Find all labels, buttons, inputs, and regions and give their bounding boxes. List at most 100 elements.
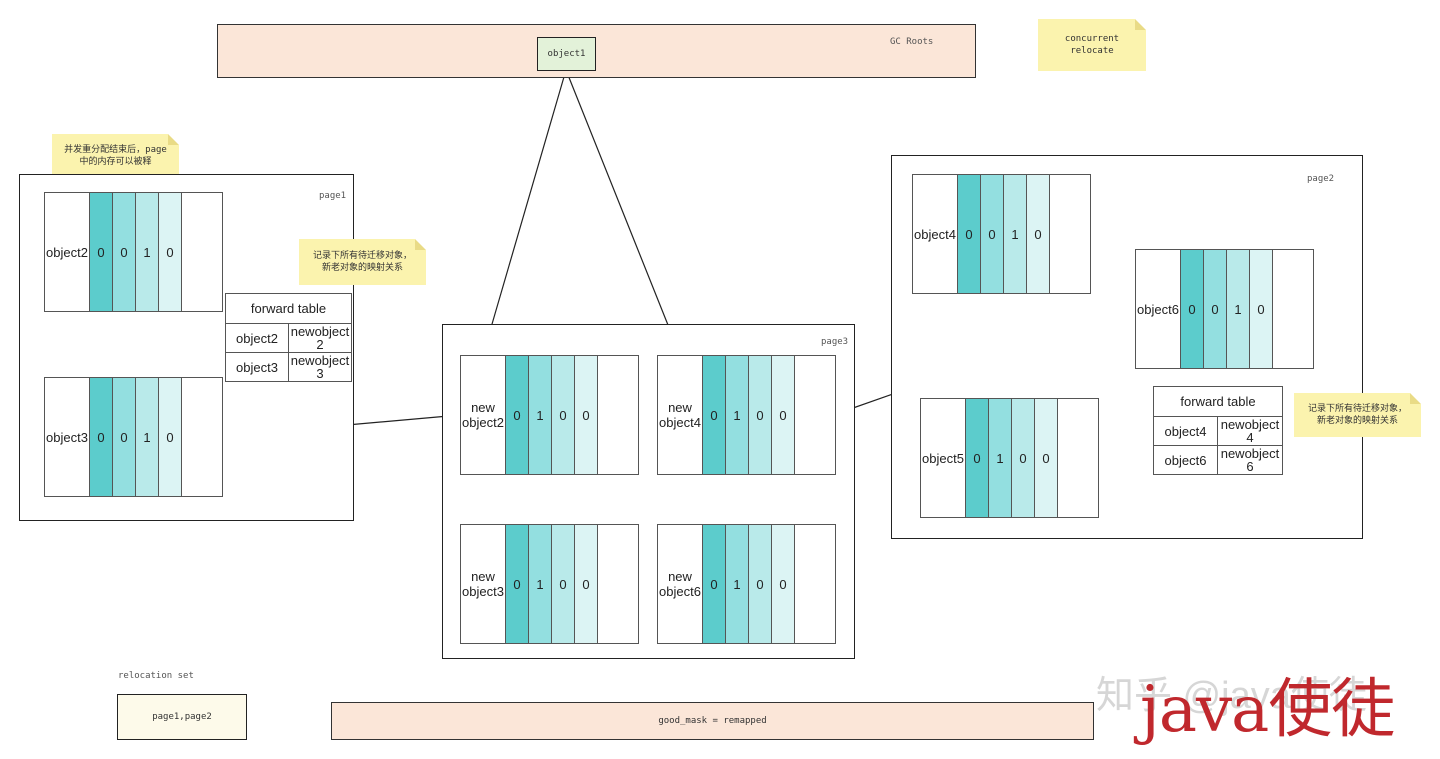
mark-bit: 0 <box>551 525 574 643</box>
object1-box: object1 <box>537 37 596 71</box>
forward-mapping-note-left: 记录下所有待迁移对象， 新老对象的映射关系 <box>299 239 426 285</box>
note-forward-line2: 新老对象的映射关系 <box>321 263 403 273</box>
object-body <box>597 525 638 643</box>
mark-bit: 0 <box>748 356 771 474</box>
note-fold-corner <box>168 134 179 145</box>
good-mask-label: good_mask = remapped <box>658 716 767 726</box>
release-memory-note: 并发重分配结束后，page 中的内存可以被释 <box>52 134 179 178</box>
note-forward-line2: 新老对象的映射关系 <box>1316 416 1398 426</box>
object-name: object6 <box>1137 301 1179 317</box>
object-body <box>794 356 835 474</box>
mark-bit: 0 <box>89 193 112 311</box>
mark-bit: 0 <box>957 175 980 293</box>
note-release-line2: 中的内存可以被释 <box>79 157 152 167</box>
mark-bit: 1 <box>528 525 551 643</box>
mark-bit: 0 <box>748 525 771 643</box>
page2-object4: object4 0 0 1 0 <box>912 174 1091 294</box>
page2-label: page2 <box>1307 174 1335 184</box>
mark-bit: 0 <box>1203 250 1226 368</box>
mark-bit: 0 <box>771 356 794 474</box>
note-forward-line1: 记录下所有待迁移对象， <box>312 251 412 261</box>
mark-bit: 0 <box>158 193 181 311</box>
mark-bit: 1 <box>135 378 158 496</box>
mark-bit: 1 <box>725 356 748 474</box>
mark-bit: 0 <box>965 399 988 517</box>
object-body <box>181 378 222 496</box>
page2-object6: object6 0 0 1 0 <box>1135 249 1314 369</box>
mark-bit: 0 <box>505 525 528 643</box>
page1-label: page1 <box>319 191 347 201</box>
mark-bit: 0 <box>702 356 725 474</box>
page1-object3: object3 0 0 1 0 <box>44 377 223 497</box>
mark-bit: 0 <box>574 356 597 474</box>
object-name: object2 <box>46 244 88 260</box>
object-name: object4 <box>914 226 956 242</box>
note-fold-corner <box>415 239 426 250</box>
mark-bit: 1 <box>988 399 1011 517</box>
mark-bit: 0 <box>980 175 1003 293</box>
zhihu-watermark: 知乎 @java使徒 <box>1096 675 1367 717</box>
forward-table-old: object3 <box>225 352 289 382</box>
relocation-set-label: relocation set <box>118 671 194 681</box>
object-body <box>1272 250 1313 368</box>
mark-bit: 0 <box>158 378 181 496</box>
note-release-line1: 并发重分配结束后，page <box>64 145 167 155</box>
object-body <box>794 525 835 643</box>
concurrent-relocate-note: concurrent relocate <box>1038 19 1146 71</box>
object-body <box>1057 399 1098 517</box>
forward-mapping-note-right: 记录下所有待迁移对象， 新老对象的映射关系 <box>1294 393 1421 437</box>
page1-object2: object2 0 0 1 0 <box>44 192 223 312</box>
mark-bit: 0 <box>505 356 528 474</box>
relocation-set-value: page1,page2 <box>152 712 212 722</box>
note-concurrent-line2: relocate <box>1070 46 1114 56</box>
mark-bit: 1 <box>528 356 551 474</box>
gc-roots-banner: GC Roots <box>217 24 976 78</box>
note-fold-corner <box>1410 393 1421 404</box>
note-concurrent-line1: concurrent <box>1064 34 1120 44</box>
mark-bit: 0 <box>702 525 725 643</box>
page2-object5: object5 0 1 0 0 <box>920 398 1099 518</box>
mark-bit: 0 <box>551 356 574 474</box>
forward-table-title: forward table <box>225 293 352 324</box>
mark-bit: 0 <box>771 525 794 643</box>
mark-bit: 1 <box>1003 175 1026 293</box>
mark-bit: 0 <box>1034 399 1057 517</box>
object-body <box>1049 175 1090 293</box>
mark-bit: 0 <box>112 193 135 311</box>
forward-table-old: object4 <box>1153 416 1218 446</box>
mark-bit: 1 <box>725 525 748 643</box>
forward-table-old: object6 <box>1153 445 1218 475</box>
arrow-object1-to-newobject4 <box>565 69 681 356</box>
mark-bit: 1 <box>1226 250 1249 368</box>
note-forward-line1: 记录下所有待迁移对象， <box>1307 404 1407 414</box>
mark-bit: 0 <box>1026 175 1049 293</box>
object-name: object3 <box>46 429 88 445</box>
object-body <box>181 193 222 311</box>
good-mask-banner: good_mask = remapped <box>331 702 1094 740</box>
mark-bit: 0 <box>112 378 135 496</box>
mark-bit: 0 <box>1249 250 1272 368</box>
mark-bit: 1 <box>135 193 158 311</box>
mark-bit: 0 <box>1011 399 1034 517</box>
forward-table-old: object2 <box>225 323 289 353</box>
java-watermark: java使徒 <box>1140 673 1395 747</box>
mark-bit: 0 <box>89 378 112 496</box>
relocation-set-box: page1,page2 <box>117 694 247 740</box>
note-fold-corner <box>1135 19 1146 30</box>
object-body <box>597 356 638 474</box>
object1-label: object1 <box>547 49 586 59</box>
